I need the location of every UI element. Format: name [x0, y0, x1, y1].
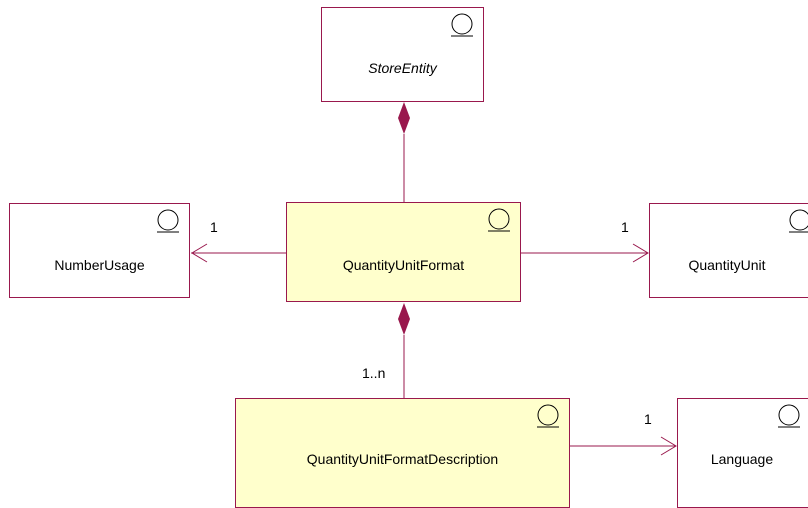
open-arrow-icon [660, 436, 677, 456]
multiplicity-label: 1..n [362, 365, 386, 381]
entity-stereotype-icon [778, 404, 800, 428]
class-store-entity[interactable]: StoreEntity [321, 7, 484, 102]
multiplicity-label: 1 [621, 219, 629, 235]
class-quantity-unit-format[interactable]: QuantityUnitFormat [286, 202, 521, 302]
entity-stereotype-icon [451, 13, 473, 37]
uml-diagram-canvas: StoreEntity NumberUsage QuantityUnitForm… [9, 7, 808, 508]
class-name: QuantityUnitFormat [342, 257, 465, 273]
class-name: Language [710, 451, 774, 467]
class-name: QuantityUnit [688, 257, 766, 273]
class-name: QuantityUnitFormatDescription [306, 451, 499, 467]
entity-stereotype-icon [157, 209, 179, 233]
class-quantity-unit-format-description[interactable]: QuantityUnitFormatDescription [235, 398, 570, 508]
multiplicity-label: 1 [210, 219, 218, 235]
entity-stereotype-icon [537, 404, 559, 428]
class-number-usage[interactable]: NumberUsage [9, 203, 190, 298]
open-arrow-icon [191, 243, 208, 263]
class-name: NumberUsage [54, 257, 145, 273]
filled-diamond-icon [398, 102, 410, 134]
filled-diamond-icon [398, 303, 410, 335]
entity-stereotype-icon [789, 209, 808, 233]
class-language[interactable]: Language [677, 398, 808, 508]
open-arrow-icon [632, 243, 649, 263]
class-quantity-unit[interactable]: QuantityUnit [649, 203, 808, 298]
multiplicity-label: 1 [644, 411, 652, 427]
association-lines [191, 102, 677, 456]
entity-stereotype-icon [488, 208, 510, 232]
class-name: StoreEntity [368, 60, 437, 76]
